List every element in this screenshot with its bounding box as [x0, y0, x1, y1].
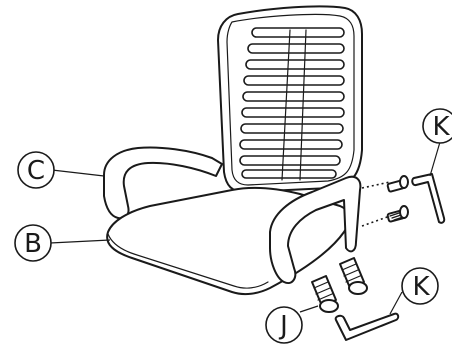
- alignment-line-lower: [362, 216, 390, 226]
- callout-c-leader: [52, 170, 104, 176]
- svg-text:K: K: [432, 112, 450, 142]
- callout-k-bottom: K: [402, 268, 438, 304]
- callout-k-bottom-leader: [390, 292, 402, 314]
- alignment-line-upper: [362, 182, 390, 188]
- screw-j-right: [340, 258, 367, 294]
- screw-upper: [387, 176, 408, 192]
- svg-text:C: C: [27, 156, 45, 186]
- svg-text:K: K: [412, 272, 430, 302]
- screw-lower: [387, 206, 408, 222]
- allen-key-lower: [336, 314, 398, 340]
- allen-key-upper: [412, 174, 444, 223]
- callout-c: C: [18, 152, 54, 188]
- callout-j: J: [266, 307, 302, 343]
- callout-k-top: K: [423, 109, 452, 143]
- callout-b: B: [15, 225, 51, 261]
- chair-backrest: [218, 6, 362, 192]
- svg-text:B: B: [24, 229, 42, 259]
- callout-k-top-leader: [430, 142, 440, 176]
- callout-b-leader: [50, 240, 110, 243]
- svg-text:J: J: [278, 311, 288, 341]
- callout-j-leader: [300, 306, 318, 312]
